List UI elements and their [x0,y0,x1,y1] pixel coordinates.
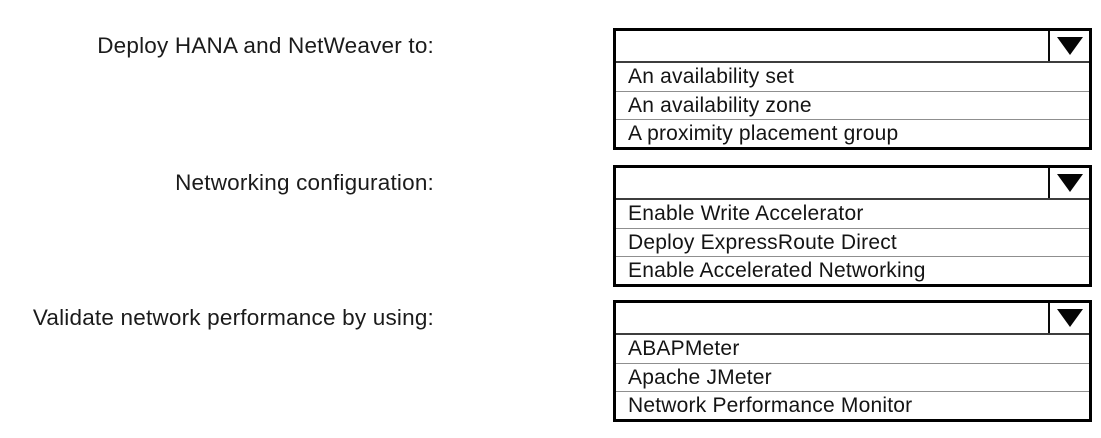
option-apache-jmeter[interactable]: Apache JMeter [616,363,1089,391]
dropdown-arrow-icon [1056,37,1083,55]
dropdown-networking-configuration-header[interactable] [616,168,1089,198]
dropdown-networking-configuration-options: Enable Write Accelerator Deploy ExpressR… [616,198,1089,284]
dropdown-deploy-target-arrow-button[interactable] [1048,31,1089,61]
dropdown-arrow-icon [1056,174,1083,192]
option-enable-write-accelerator[interactable]: Enable Write Accelerator [616,200,1089,228]
dropdown-networking-configuration-arrow-button[interactable] [1048,168,1089,198]
dropdown-validate-network-performance-arrow-button[interactable] [1048,303,1089,333]
option-an-availability-set[interactable]: An availability set [616,63,1089,91]
dropdown-deploy-target-value[interactable] [616,31,1048,61]
option-an-availability-zone[interactable]: An availability zone [616,91,1089,119]
question-label-networking-configuration: Networking configuration: [175,170,434,195]
option-deploy-expressroute-direct[interactable]: Deploy ExpressRoute Direct [616,228,1089,256]
dropdown-validate-network-performance-value[interactable] [616,303,1048,333]
dropdown-validate-network-performance-header[interactable] [616,303,1089,333]
dropdown-arrow-icon [1056,309,1083,327]
question-label-validate-network-performance: Validate network performance by using: [32,305,434,330]
dropdown-deploy-target-header[interactable] [616,31,1089,61]
dropdown-networking-configuration: Enable Write Accelerator Deploy ExpressR… [613,165,1092,287]
option-enable-accelerated-networking[interactable]: Enable Accelerated Networking [616,256,1089,284]
dropdown-validate-network-performance-options: ABAPMeter Apache JMeter Network Performa… [616,333,1089,419]
dropdown-deploy-target-options: An availability set An availability zone… [616,61,1089,147]
dropdown-networking-configuration-value[interactable] [616,168,1048,198]
option-abapmeter[interactable]: ABAPMeter [616,335,1089,363]
option-network-performance-monitor[interactable]: Network Performance Monitor [616,391,1089,419]
question-label-deploy-target: Deploy HANA and NetWeaver to: [97,33,434,58]
option-a-proximity-placement-group[interactable]: A proximity placement group [616,119,1089,147]
dropdown-validate-network-performance: ABAPMeter Apache JMeter Network Performa… [613,300,1092,422]
dropdown-deploy-target: An availability set An availability zone… [613,28,1092,150]
